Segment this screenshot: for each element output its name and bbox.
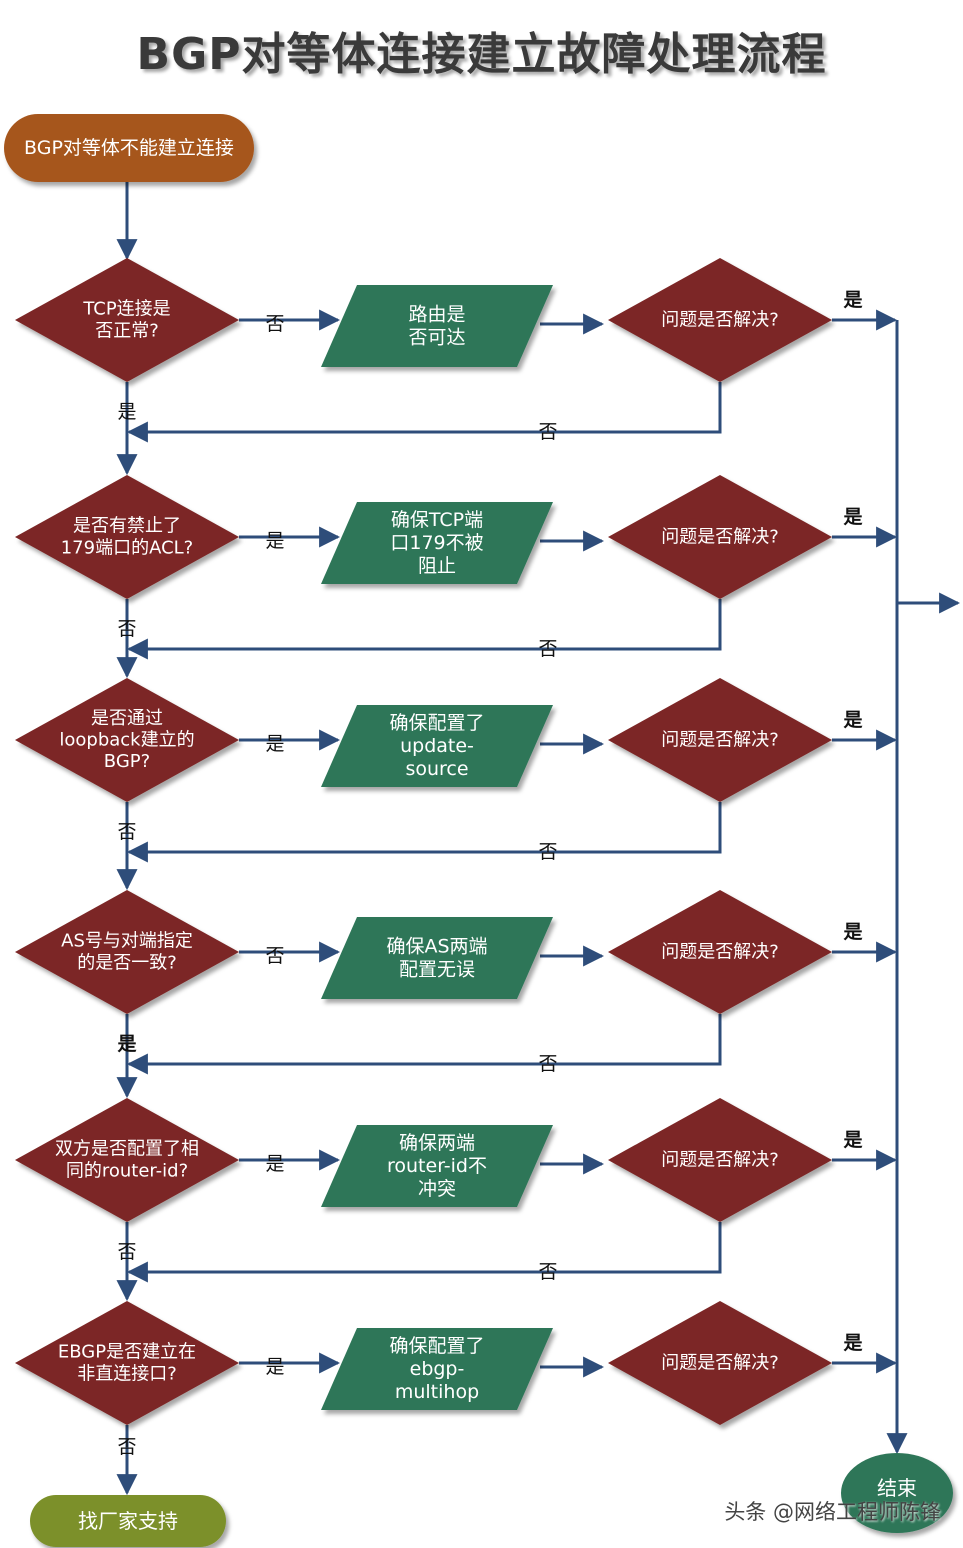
yes-label-2: 是	[843, 506, 862, 528]
resolved-decision-1	[608, 258, 832, 382]
yes-label-5: 是	[843, 1129, 862, 1151]
yes-label-6: 是	[843, 1332, 862, 1354]
check-decision-4	[15, 890, 239, 1014]
check-decision-2	[15, 475, 239, 599]
continue-label-4: 是	[117, 1033, 136, 1055]
arrow-resolved-no-2	[126, 599, 722, 660]
check-label-2: 179端口的ACL?	[61, 537, 194, 558]
check-label-1: TCP连接是	[82, 299, 170, 320]
resolved-decision-6	[608, 1301, 832, 1425]
resolved-label-4: 问题是否解决?	[661, 942, 779, 963]
start-node	[4, 114, 254, 182]
action-box-3	[321, 705, 553, 787]
page-title: BGP对等体连接建立故障处理流程	[136, 29, 827, 80]
continue-label-5: 否	[117, 1241, 136, 1263]
check-label-3: 是否通过	[91, 708, 163, 729]
action-label-4: 确保AS两端	[386, 936, 487, 958]
action-label-6: multihop	[395, 1381, 479, 1403]
resolved-decision-2	[608, 475, 832, 599]
action-box-4	[321, 917, 553, 999]
no-label-4: 否	[538, 1053, 557, 1075]
check-decision-6	[15, 1301, 239, 1425]
action-label-6: ebgp-	[410, 1358, 465, 1380]
check-label-5: 双方是否配置了相	[55, 1139, 199, 1160]
check-label-1: 否正常?	[95, 320, 159, 341]
no-label-1: 否	[538, 421, 557, 443]
action-box-1	[321, 285, 553, 367]
arrow-resolved-no-5	[126, 1222, 722, 1283]
action-label-3: 确保配置了	[389, 712, 484, 734]
check-decision-1	[15, 258, 239, 382]
start-label: BGP对等体不能建立连接	[24, 137, 234, 159]
arrow-resolved-no-3	[126, 802, 722, 863]
check-label-4: AS号与对端指定	[61, 931, 193, 952]
arrow-resolved-no-4	[126, 1014, 722, 1075]
continue-label-1: 是	[117, 401, 136, 423]
vendor-label: 找厂家支持	[78, 1509, 178, 1533]
action-label-2: 确保TCP端	[391, 509, 483, 531]
end-node	[841, 1453, 953, 1533]
branch-label-5: 是	[265, 1153, 284, 1175]
action-label-5: 确保两端	[399, 1132, 475, 1154]
branch-label-6: 是	[265, 1356, 284, 1378]
resolved-label-6: 问题是否解决?	[661, 1353, 779, 1374]
action-box-6	[321, 1328, 553, 1410]
check-label-3: BGP?	[104, 751, 150, 772]
action-label-1: 路由是	[408, 304, 465, 326]
action-label-2: 阻止	[418, 555, 456, 577]
action-label-3: update-	[400, 735, 474, 757]
watermark: 头条 @网络工程师陈锋	[724, 1500, 941, 1524]
check-decision-5	[15, 1098, 239, 1222]
yes-label-3: 是	[843, 709, 862, 731]
no-label-5: 否	[538, 1261, 557, 1283]
branch-label-1: 否	[265, 313, 284, 335]
action-label-5: 冲突	[418, 1178, 456, 1200]
check-label-6: 非直连接口?	[77, 1363, 177, 1384]
resolved-decision-5	[608, 1098, 832, 1222]
yes-label-1: 是	[843, 289, 862, 311]
resolved-decision-4	[608, 890, 832, 1014]
no-label-2: 否	[538, 638, 557, 660]
branch-label-4: 否	[265, 945, 284, 967]
action-label-3: source	[405, 758, 468, 780]
end-label: 结束	[877, 1476, 917, 1500]
check-label-3: loopback建立的	[59, 730, 194, 751]
resolved-label-2: 问题是否解决?	[661, 527, 779, 548]
action-label-5: router-id不	[387, 1155, 487, 1177]
check-label-4: 的是否一致?	[77, 952, 177, 973]
resolved-label-1: 问题是否解决?	[661, 310, 779, 331]
check-label-5: 同的router-id?	[66, 1160, 188, 1181]
continue-label-6: 否	[117, 1436, 136, 1458]
resolved-label-5: 问题是否解决?	[661, 1150, 779, 1171]
action-label-2: 口179不被	[390, 532, 483, 554]
branch-label-3: 是	[265, 733, 284, 755]
no-label-3: 否	[538, 841, 557, 863]
continue-label-3: 否	[117, 821, 136, 843]
action-box-2	[321, 502, 553, 584]
branch-label-2: 是	[265, 530, 284, 552]
action-label-6: 确保配置了	[389, 1335, 484, 1357]
action-label-4: 配置无误	[399, 958, 475, 980]
action-box-5	[321, 1125, 553, 1207]
check-decision-3	[15, 678, 239, 802]
vendor-node	[30, 1495, 226, 1547]
check-label-2: 是否有禁止了	[73, 516, 181, 537]
arrow-resolved-no-1	[126, 382, 722, 443]
resolved-label-3: 问题是否解决?	[661, 730, 779, 751]
action-label-1: 否可达	[408, 326, 465, 348]
check-label-6: EBGP是否建立在	[58, 1342, 196, 1363]
resolved-decision-3	[608, 678, 832, 802]
yes-label-4: 是	[843, 921, 862, 943]
continue-label-2: 否	[117, 618, 136, 640]
